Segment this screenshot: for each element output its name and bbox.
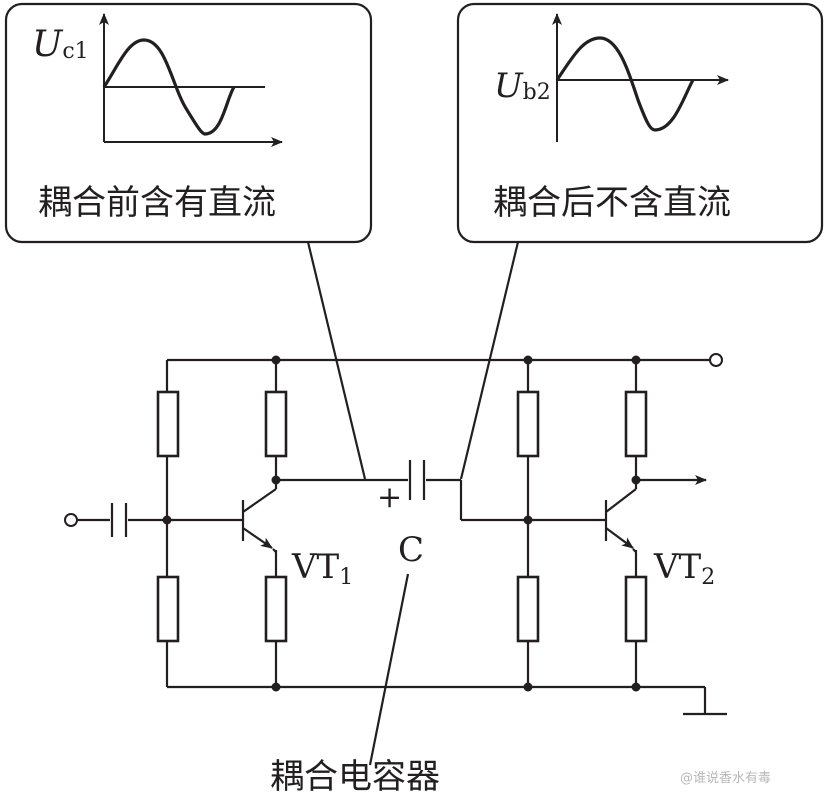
callout-before-coupling: Uc1 耦合前含有直流: [4, 2, 373, 244]
callout-after-coupling: Ub2 耦合后不含直流: [456, 2, 824, 244]
bias-resistor-lower-1: [156, 575, 180, 643]
label-vt2: VT2: [653, 547, 715, 590]
bias-resistor-lower-2: [516, 575, 540, 643]
stage-1: VT1: [64, 355, 353, 692]
transistor-vt1: [241, 480, 278, 549]
collector-resistor-2: [624, 390, 648, 458]
leader-line-capacitor: [368, 573, 410, 766]
ground-symbol: [683, 687, 727, 716]
caption-after-coupling: 耦合后不含直流: [493, 183, 731, 223]
signal-label-uc1: Uc1: [32, 24, 89, 65]
input-terminal: [64, 513, 78, 527]
collector-resistor-1: [264, 390, 288, 458]
label-vt1: VT1: [291, 547, 353, 590]
waveform-ub2: [552, 13, 729, 142]
bias-resistor-upper-1: [156, 390, 180, 458]
caption-coupling-capacitor: 耦合电容器: [270, 757, 440, 797]
bias-resistor-upper-2: [516, 390, 540, 458]
stage-2: VT2: [459, 355, 715, 692]
supply-terminal: [709, 353, 723, 367]
sine-wave-left: [102, 38, 236, 136]
capacitor-polarity-mark: +: [377, 480, 402, 515]
transistor-vt2: [604, 480, 638, 549]
signal-label-ub2: Ub2: [494, 66, 551, 106]
sine-wave-right: [555, 36, 695, 132]
watermark: @谁说香水有毒: [680, 771, 771, 786]
coupling-capacitor: + C: [276, 460, 461, 570]
caption-before-coupling: 耦合前含有直流: [38, 183, 276, 223]
waveform-uc1: [99, 13, 283, 147]
input-capacitor: [110, 503, 128, 537]
emitter-resistor-2: [624, 575, 648, 643]
callout-box-left: [4, 2, 373, 244]
emitter-resistor-1: [264, 575, 288, 643]
callout-box-right: [456, 2, 824, 244]
capacitor-label-c: C: [398, 530, 424, 570]
